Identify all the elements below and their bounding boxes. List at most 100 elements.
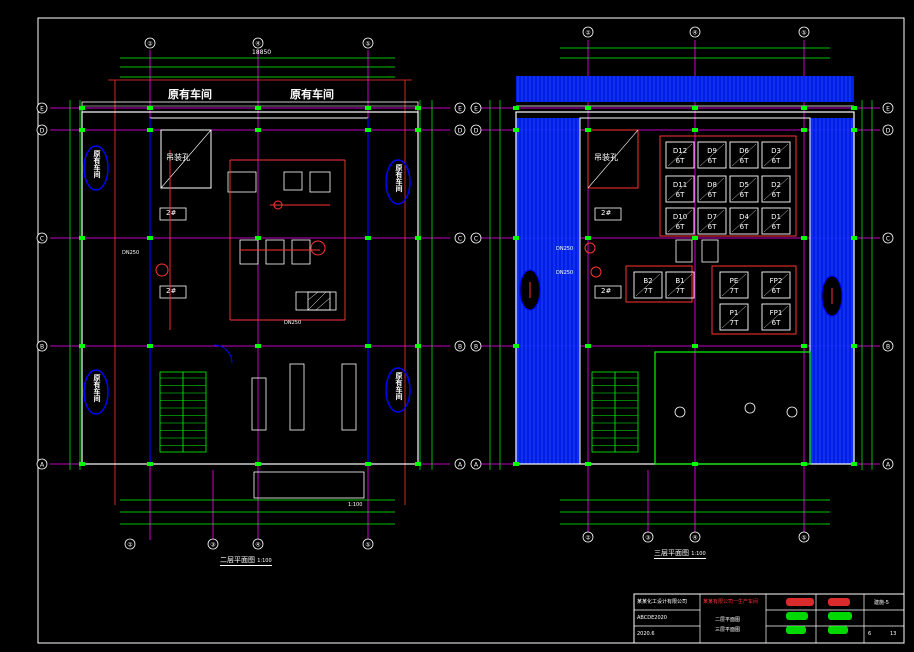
- svg-text:②: ②: [127, 542, 133, 549]
- svg-text:⑤: ⑤: [365, 41, 370, 48]
- svg-text:④: ④: [692, 535, 697, 542]
- right-dimension-lines: [489, 47, 873, 525]
- svg-text:B: B: [40, 344, 44, 351]
- second-floor-plan: [50, 50, 450, 540]
- svg-text:D8: D8: [707, 181, 717, 189]
- svg-text:D9: D9: [707, 147, 717, 155]
- svg-text:7T: 7T: [730, 287, 739, 295]
- svg-text:⑤: ⑤: [801, 535, 806, 542]
- svg-text:E: E: [474, 106, 478, 113]
- svg-text:A: A: [40, 462, 45, 469]
- svg-text:E: E: [458, 106, 462, 113]
- svg-text:C: C: [886, 236, 890, 243]
- left-hoist-hole: [160, 129, 212, 189]
- svg-text:③: ③: [210, 542, 215, 549]
- svg-text:FP1: FP1: [770, 309, 783, 317]
- left-row-r-3: B: [454, 340, 466, 352]
- svg-text:6T: 6T: [772, 191, 781, 199]
- right-row-l-2: C: [470, 232, 482, 244]
- right-lower-room: [654, 351, 811, 465]
- left-red-dim: [108, 79, 412, 505]
- right-row-r-0: E: [882, 102, 894, 114]
- svg-text:6T: 6T: [708, 223, 717, 231]
- svg-text:6T: 6T: [740, 223, 749, 231]
- right-row-r-4: A: [882, 458, 894, 470]
- svg-text:⑤: ⑤: [365, 542, 370, 549]
- left-axis-top-2: ⑤: [362, 37, 374, 49]
- left-dimension-lines: [69, 57, 433, 525]
- svg-text:6T: 6T: [772, 287, 781, 295]
- svg-text:②: ②: [585, 30, 591, 37]
- svg-text:B: B: [458, 344, 462, 351]
- left-row-l-2: C: [36, 232, 48, 244]
- left-row-r-1: D: [454, 124, 466, 136]
- svg-text:A: A: [474, 462, 479, 469]
- svg-text:E: E: [40, 106, 44, 113]
- svg-text:③: ③: [645, 535, 650, 542]
- svg-text:6T: 6T: [740, 191, 749, 199]
- left-row-l-1: D: [36, 124, 48, 136]
- svg-text:A: A: [458, 462, 463, 469]
- svg-text:6T: 6T: [708, 157, 717, 165]
- svg-text:D2: D2: [771, 181, 781, 189]
- left-axis-lines: [50, 50, 450, 540]
- left-axis-bottom-2: ④: [252, 538, 264, 550]
- svg-text:C: C: [40, 236, 44, 243]
- svg-text:D7: D7: [707, 213, 717, 221]
- third-floor-plan: D126TD96TD66TD36TD116TD86TD56TD26TD106TD…: [470, 40, 880, 540]
- right-row-l-4: A: [470, 458, 482, 470]
- svg-text:④: ④: [255, 542, 260, 549]
- svg-text:6T: 6T: [772, 157, 781, 165]
- svg-text:7T: 7T: [676, 287, 685, 295]
- right-row-r-3: B: [882, 340, 894, 352]
- left-axis-top-1: ④: [252, 37, 264, 49]
- right-axis-top-1: ④: [689, 26, 701, 38]
- right-axis-bottom-3: ⑤: [798, 531, 810, 543]
- left-stair: [159, 371, 207, 453]
- right-axis-bottom-2: ④: [689, 531, 701, 543]
- right-row-l-3: B: [470, 340, 482, 352]
- svg-text:C: C: [474, 236, 478, 243]
- svg-text:6T: 6T: [676, 223, 685, 231]
- svg-text:6T: 6T: [676, 157, 685, 165]
- svg-text:D: D: [40, 128, 45, 135]
- right-hatch-areas: [516, 76, 854, 464]
- svg-text:B2: B2: [643, 277, 652, 285]
- svg-text:D11: D11: [673, 181, 687, 189]
- svg-text:A: A: [886, 462, 891, 469]
- svg-text:D: D: [474, 128, 479, 135]
- svg-text:②: ②: [585, 535, 591, 542]
- right-side-ellipses: [519, 269, 843, 317]
- left-axis-top-0: ②: [144, 37, 156, 49]
- left-row-r-4: A: [454, 458, 466, 470]
- svg-text:D5: D5: [739, 181, 749, 189]
- svg-text:6T: 6T: [772, 319, 781, 327]
- svg-text:FP2: FP2: [770, 277, 783, 285]
- left-row-l-4: A: [36, 458, 48, 470]
- right-row-l-1: D: [470, 124, 482, 136]
- right-axis-bottom-1: ③: [642, 531, 654, 543]
- svg-text:D10: D10: [673, 213, 687, 221]
- left-row-r-0: E: [454, 102, 466, 114]
- svg-text:B: B: [886, 344, 890, 351]
- drawing-frame: [37, 17, 905, 644]
- svg-text:D1: D1: [771, 213, 781, 221]
- svg-text:7T: 7T: [730, 319, 739, 327]
- right-axis-bottom-0: ②: [582, 531, 594, 543]
